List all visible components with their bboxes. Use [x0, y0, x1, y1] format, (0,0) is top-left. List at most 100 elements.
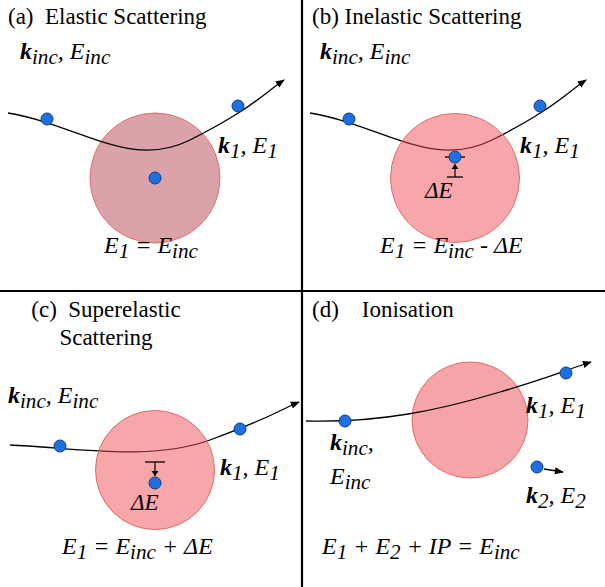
label-group: k1, E1: [520, 132, 580, 163]
label-group: (a) Elastic Scattering: [8, 3, 207, 31]
symbol-label: inc: [342, 436, 368, 460]
symbol-label: - ΔE: [474, 232, 523, 258]
label-group: kinc, Einc: [20, 38, 110, 69]
panel-title: (c) Superelastic Scattering: [31, 297, 186, 350]
symbol-label: 1: [395, 239, 406, 263]
symbol-label: 1: [337, 540, 348, 564]
label-group: E1 = Einc - ΔE: [380, 232, 523, 263]
electron-dot: [54, 440, 66, 452]
symbol-label: 1: [230, 139, 241, 163]
symbol-label: inc: [32, 45, 58, 69]
symbol-label: 2: [538, 489, 549, 513]
symbol-label: = E: [87, 533, 130, 559]
symbol-label: 1: [532, 139, 543, 163]
symbol-label: inc: [84, 45, 110, 69]
symbol-label: k: [218, 132, 230, 158]
symbol-label: 1: [77, 540, 88, 564]
symbol-label: k: [330, 429, 342, 455]
symbol-label: inc: [494, 540, 520, 564]
symbol-label: E: [62, 533, 77, 559]
electron-dot: [531, 461, 543, 473]
atom-shape: [390, 113, 520, 243]
electron-dot: [232, 100, 244, 112]
symbol-label: + E: [347, 533, 390, 559]
panel-divider: [301, 0, 303, 587]
symbol-label: inc: [130, 540, 156, 564]
symbol-label: E: [380, 232, 395, 258]
energy-label: ΔE: [131, 491, 159, 514]
arrowhead: [152, 471, 159, 476]
label-group: k2, E2: [526, 482, 586, 513]
electron-dot: [234, 423, 246, 435]
symbol-label: + IP = E: [401, 533, 494, 559]
panel-title: (a) Elastic Scattering: [8, 4, 207, 29]
electron-dot: [343, 113, 355, 125]
arrowhead: [452, 164, 459, 169]
symbol-label: k: [526, 392, 538, 418]
symbol-label: E: [104, 232, 119, 258]
electron-dot: [560, 367, 572, 379]
symbol-label: inc: [384, 45, 410, 69]
label-group: k1, E1: [218, 132, 278, 163]
atom-circle: [412, 362, 528, 478]
symbol-label: k: [8, 382, 20, 408]
symbol-label: , E: [46, 382, 73, 408]
symbol-label: 1: [119, 239, 130, 263]
label-group: (b) Inelastic Scattering: [312, 3, 521, 31]
symbol-label: , E: [58, 38, 85, 64]
label-group: (c) Superelastic Scattering: [6, 296, 206, 351]
symbol-label: 1: [232, 461, 243, 485]
symbol-label: inc: [345, 470, 371, 494]
label-group: Einc: [330, 463, 370, 494]
electron-dot: [449, 151, 461, 163]
symbol-label: k: [20, 38, 32, 64]
trajectory: [544, 469, 563, 472]
symbol-label: , E: [543, 132, 570, 158]
symbol-label: , E: [549, 482, 576, 508]
label-group: E1 = Einc + ΔE: [62, 533, 213, 564]
atom-circle: [96, 411, 215, 530]
symbol-label: 1: [575, 399, 586, 423]
symbol-label: = E: [405, 232, 448, 258]
symbol-label: , E: [241, 132, 268, 158]
symbol-label: inc: [172, 239, 198, 263]
label-group: (d) Ionisation: [312, 296, 454, 324]
panel-title: (b) Inelastic Scattering: [312, 4, 521, 29]
atom-circle: [90, 113, 220, 243]
energy-label: ΔE: [425, 179, 453, 202]
panel-divider: [0, 290, 605, 292]
electron-dot: [534, 100, 546, 112]
electron-dot: [41, 113, 53, 125]
symbol-label: = E: [129, 232, 172, 258]
symbol-label: inc: [20, 389, 46, 413]
label-group: E1 = Einc: [104, 232, 198, 263]
symbol-label: k: [520, 132, 532, 158]
label-group: kinc, Einc: [320, 38, 410, 69]
atom-circle: ΔE: [390, 113, 520, 243]
atom-circle: ΔE: [95, 410, 215, 530]
symbol-label: 1: [267, 139, 278, 163]
symbol-label: E: [322, 533, 337, 559]
symbol-label: inc: [332, 45, 358, 69]
electron-dot: [149, 477, 161, 489]
symbol-label: k: [320, 38, 332, 64]
label-group: k1, E1: [220, 454, 280, 485]
symbol-label: , E: [358, 38, 385, 64]
symbol-label: , E: [243, 454, 270, 480]
label-group: kinc,: [330, 429, 374, 460]
symbol-label: inc: [448, 239, 474, 263]
symbol-label: , E: [549, 392, 576, 418]
symbol-label: 2: [390, 540, 401, 564]
symbol-label: k: [220, 454, 232, 480]
label-group: kinc, Einc: [8, 382, 98, 413]
symbol-label: E: [330, 463, 345, 489]
symbol-label: ,: [368, 429, 374, 455]
symbol-label: 1: [538, 399, 549, 423]
symbol-label: 1: [269, 461, 280, 485]
electron-dot: [149, 172, 161, 184]
atom-circle: [391, 114, 520, 243]
electron-dot: [339, 415, 351, 427]
symbol-label: 2: [575, 489, 586, 513]
